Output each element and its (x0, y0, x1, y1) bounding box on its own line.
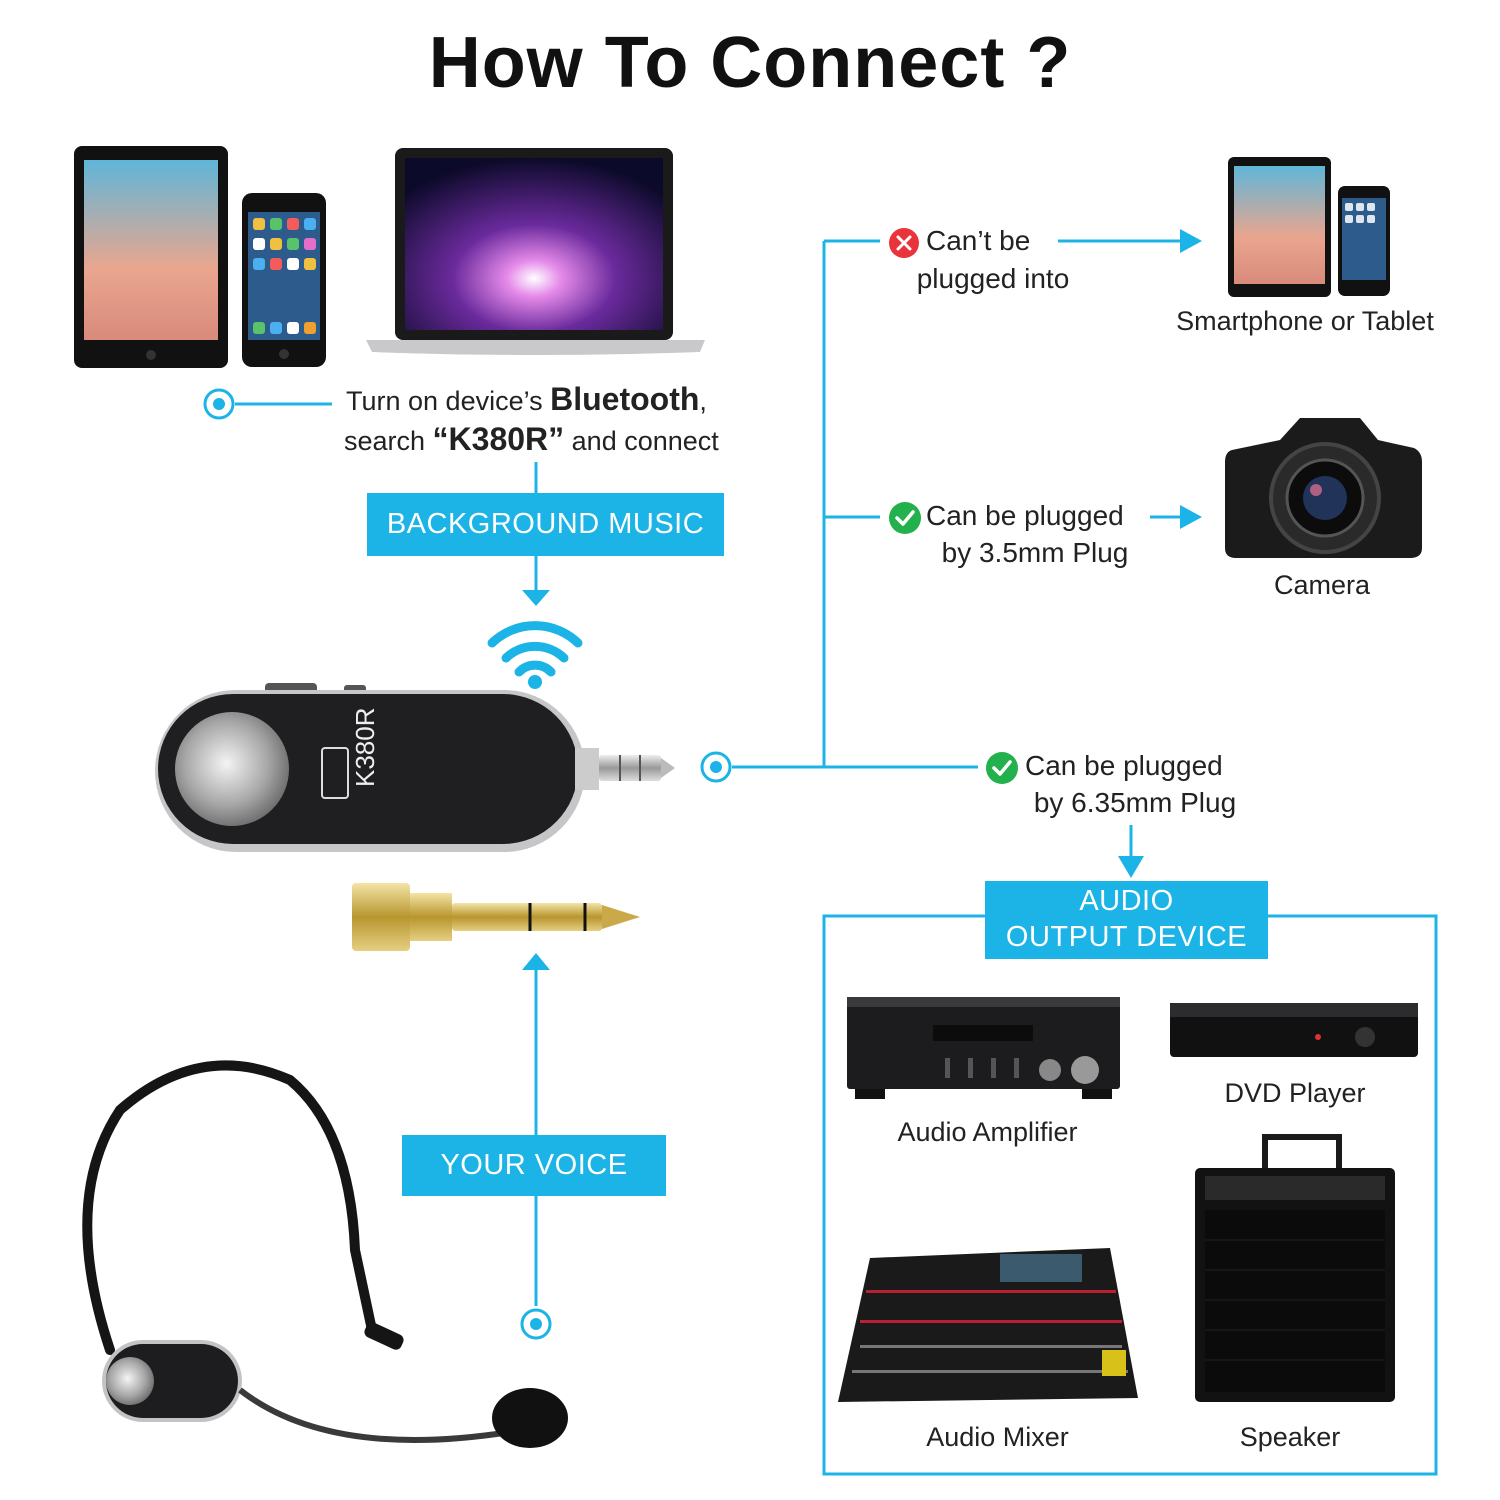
instruction-text: search (344, 426, 433, 456)
note-line: Can be plugged (926, 500, 1124, 531)
smartphone-tablet-label: Smartphone or Tablet (1176, 306, 1434, 336)
note-line: Can be plugged (1025, 750, 1223, 781)
laptop-image (366, 148, 705, 355)
amplifier-label: Audio Amplifier (897, 1117, 1078, 1147)
amplifier-image (847, 997, 1120, 1099)
smartphone-note: Can’t be (888, 222, 1088, 260)
check-icon (889, 501, 921, 534)
camera-note: Can be plugged (888, 497, 1158, 535)
check-icon (986, 751, 1018, 784)
mixer-label: Audio Mixer (926, 1422, 1069, 1452)
tablet-image (74, 146, 228, 368)
smartphone-note-line2: plugged into (916, 263, 1070, 294)
smartphone-tablet-image (1228, 157, 1390, 297)
camera-note-line2: by 3.5mm Plug (941, 537, 1129, 568)
audio-note: Can be plugged (985, 747, 1255, 785)
error-icon (889, 227, 919, 258)
camera-image (1225, 418, 1422, 558)
dvd-player-image (1170, 1003, 1418, 1057)
device-name-keyword: “K380R” (432, 421, 565, 457)
adapter-plug-image (352, 883, 640, 951)
camera-label: Camera (1273, 570, 1371, 600)
background-music-tag: BACKGROUND MUSIC (367, 493, 724, 556)
dvd-player-label: DVD Player (1224, 1078, 1366, 1108)
speaker-image (1195, 1134, 1395, 1402)
page-title: How To Connect ? (428, 23, 1072, 103)
audio-note-line2: by 6.35mm Plug (1033, 787, 1237, 818)
audio-output-device-tag: AUDIO OUTPUT DEVICE (985, 881, 1268, 959)
speaker-label: Speaker (1239, 1422, 1341, 1452)
mixer-image (838, 1248, 1138, 1402)
phone-image (242, 193, 326, 367)
note-line: Can’t be (926, 225, 1031, 256)
your-voice-tag: YOUR VOICE (402, 1135, 666, 1196)
tag-line: AUDIO (1079, 885, 1174, 917)
instruction-text: and connect (564, 426, 719, 456)
bluetooth-instruction: Turn on device’s Bluetooth, search “K380… (330, 380, 790, 460)
bluetooth-keyword: Bluetooth (550, 381, 700, 417)
instruction-text: Turn on device’s (346, 386, 551, 416)
instruction-text: , (699, 386, 707, 416)
tag-line: OUTPUT DEVICE (1005, 921, 1248, 953)
